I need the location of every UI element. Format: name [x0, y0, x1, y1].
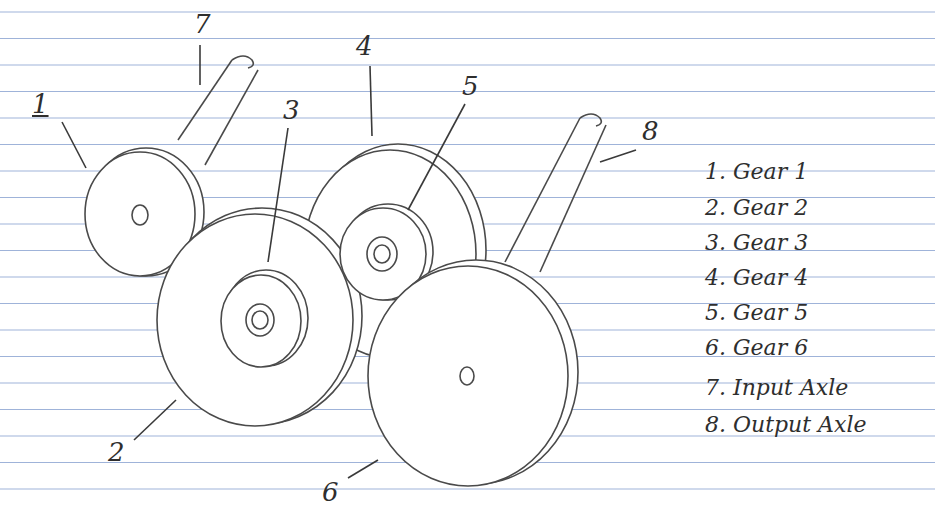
legend-item: 6. Gear 6	[705, 336, 808, 360]
paper-line	[0, 144, 935, 145]
paper-line	[0, 11, 935, 12]
legend-item: 5. Gear 5	[705, 301, 808, 325]
leader-line	[408, 104, 465, 210]
paper-line	[0, 38, 935, 39]
output-axle	[505, 114, 606, 272]
leader-line	[370, 66, 372, 136]
legend-item: 2. Gear 2	[705, 196, 808, 220]
leader-line	[199, 45, 201, 85]
leader-line	[348, 460, 378, 478]
legend-item: 1. Gear 1	[705, 160, 808, 184]
leader-line	[600, 150, 636, 162]
gear-3	[221, 270, 308, 367]
paper-line	[0, 117, 935, 118]
callout-number: 3	[283, 96, 300, 125]
legend-item: 7. Input Axle	[705, 376, 848, 400]
legend-item: 8. Output Axle	[705, 413, 866, 437]
callout-number: 5	[462, 72, 479, 101]
leader-line	[134, 400, 176, 440]
callout-number: 6	[322, 478, 339, 507]
gear-6	[368, 260, 578, 486]
callout-number: 2	[108, 438, 125, 467]
leader-line	[268, 128, 288, 262]
gear-2	[157, 208, 362, 426]
callout-number: 1	[32, 90, 49, 119]
callout-number: 8	[642, 117, 659, 146]
legend-item: 4. Gear 4	[705, 266, 808, 290]
paper-lines	[0, 12, 935, 489]
leader-lines	[62, 45, 636, 478]
paper-line	[0, 488, 935, 489]
input-axle	[178, 56, 258, 165]
leader-line	[62, 122, 86, 168]
callout-number: 4	[356, 32, 373, 61]
legend-item: 3. Gear 3	[705, 231, 808, 255]
paper-line	[0, 64, 935, 65]
callout-number: 7	[194, 10, 211, 39]
